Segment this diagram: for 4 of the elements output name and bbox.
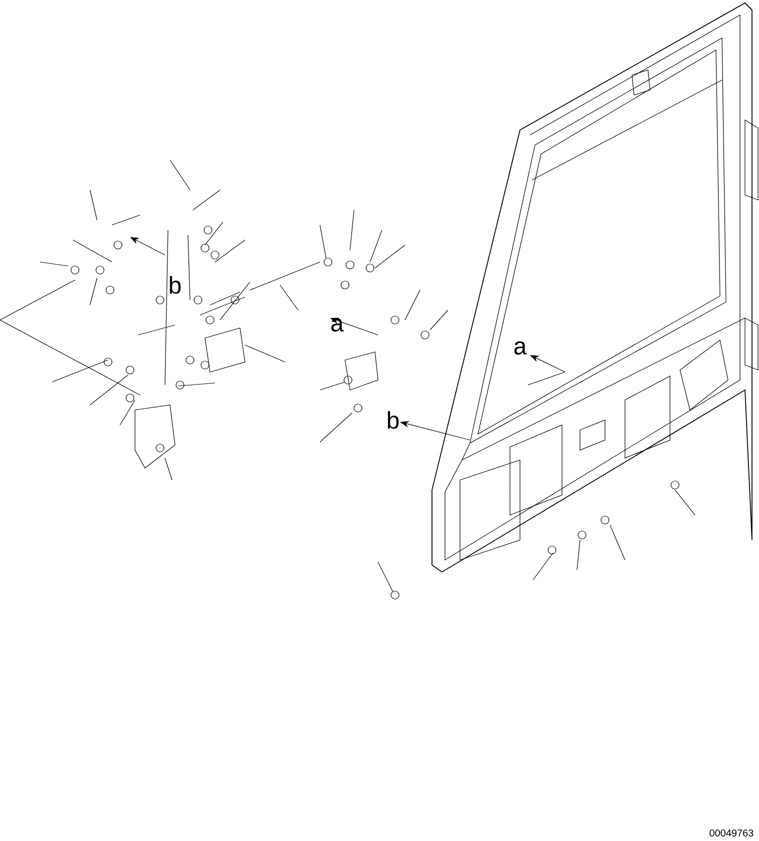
view-letter: b — [170, 276, 181, 294]
view-letter: b — [388, 411, 399, 429]
drawing-number: 00049763 — [710, 829, 754, 837]
view-letter: a — [514, 341, 527, 355]
